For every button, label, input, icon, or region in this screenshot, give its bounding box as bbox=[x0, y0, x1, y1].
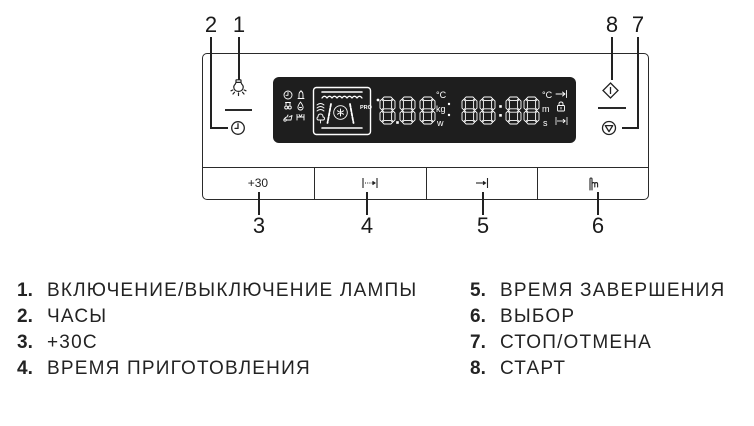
legend-text: +30C bbox=[47, 332, 98, 353]
left-divider bbox=[225, 109, 252, 111]
callout-5: 5 bbox=[476, 213, 490, 238]
lcd-display-graphics: PRO °C kg w °C m s bbox=[283, 86, 568, 136]
end-time-icon bbox=[475, 178, 488, 188]
legend-item-4: 4. ВРЕМЯ ПРИГОТОВЛЕНИЯ bbox=[17, 356, 311, 382]
lock-icon bbox=[557, 101, 565, 112]
lamp-button[interactable] bbox=[230, 79, 247, 97]
bell-icon bbox=[297, 89, 305, 99]
pro-label: PRO bbox=[360, 105, 373, 111]
legend-text: СТОП/ОТМЕНА bbox=[500, 332, 653, 353]
unit-celsius-left: °C bbox=[436, 90, 447, 100]
start-button[interactable] bbox=[602, 82, 619, 99]
unit-minutes: m bbox=[542, 104, 550, 114]
legend-item-3: 3. +30C bbox=[17, 330, 98, 356]
legend-number: 6. bbox=[470, 306, 486, 327]
selection-hand-icon bbox=[589, 177, 598, 191]
legend-text: ВЫБОР bbox=[500, 306, 576, 327]
callout-4: 4 bbox=[360, 213, 374, 238]
indicator-dot bbox=[376, 98, 380, 102]
callout-1: 1 bbox=[232, 12, 246, 37]
legend-item-1: 1. ВКЛЮЧЕНИЕ/ВЫКЛЮЧЕНИЕ ЛАМПЫ bbox=[17, 278, 417, 304]
legend-number: 1. bbox=[17, 280, 33, 301]
plus-30-button[interactable]: +30 bbox=[202, 167, 314, 200]
lamp-icon bbox=[230, 79, 247, 97]
oven-program-indicator bbox=[312, 86, 372, 136]
callout-3: 3 bbox=[252, 213, 266, 238]
legend-item-5: 5. ВРЕМЯ ЗАВЕРШЕНИЯ bbox=[470, 278, 725, 304]
unit-seconds: s bbox=[543, 118, 548, 128]
legend-number: 8. bbox=[470, 358, 486, 379]
clock-button[interactable] bbox=[230, 120, 246, 136]
callout-8: 8 bbox=[605, 12, 619, 37]
cooking-time-button[interactable] bbox=[313, 167, 426, 200]
legend-number: 3. bbox=[17, 332, 33, 353]
end-time-icon bbox=[555, 90, 567, 98]
left-digit-display bbox=[379, 96, 436, 125]
legend-text: ВРЕМЯ ПРИГОТОВЛЕНИЯ bbox=[47, 358, 311, 379]
legend-number: 4. bbox=[17, 358, 33, 379]
plus-30-label: +30 bbox=[247, 176, 269, 190]
unit-w: w bbox=[436, 118, 444, 128]
callout-6: 6 bbox=[591, 213, 605, 238]
callout-7: 7 bbox=[631, 12, 645, 37]
start-icon bbox=[602, 82, 619, 99]
separator-dot bbox=[447, 113, 451, 117]
unit-kg: kg bbox=[436, 104, 446, 114]
legend-number: 5. bbox=[470, 280, 486, 301]
legend-item-7: 7. СТОП/ОТМЕНА bbox=[470, 330, 652, 356]
separator-dot bbox=[447, 102, 451, 106]
clock-icon bbox=[231, 121, 245, 135]
legend-text: ВРЕМЯ ЗАВЕРШЕНИЯ bbox=[500, 280, 726, 301]
unit-celsius-right: °C bbox=[542, 90, 553, 100]
legend-item-6: 6. ВЫБОР bbox=[470, 304, 575, 330]
water-drop-icon bbox=[297, 101, 304, 111]
end-time-button[interactable] bbox=[425, 167, 538, 200]
defrost-icon bbox=[284, 102, 292, 110]
clock-icon bbox=[283, 90, 293, 100]
timer-icon bbox=[296, 114, 305, 121]
legend-text: СТАРТ bbox=[500, 358, 567, 379]
legend-text: ВКЛЮЧЕНИЕ/ВЫКЛЮЧЕНИЕ ЛАМПЫ bbox=[47, 280, 418, 301]
cooking-time-icon bbox=[555, 117, 568, 125]
right-digit-display bbox=[461, 96, 540, 125]
legend-item-8: 8. СТАРТ bbox=[470, 356, 566, 382]
right-divider bbox=[598, 107, 626, 109]
selection-button[interactable] bbox=[537, 167, 649, 200]
stop-button[interactable] bbox=[601, 120, 617, 136]
legend-text: ЧАСЫ bbox=[47, 306, 108, 327]
legend-item-2: 2. ЧАСЫ bbox=[17, 304, 107, 330]
legend-number: 2. bbox=[17, 306, 33, 327]
cleaning-icon bbox=[283, 114, 293, 122]
legend-number: 7. bbox=[470, 332, 486, 353]
cooking-time-icon bbox=[362, 178, 378, 188]
lcd-display: PRO °C kg w °C m s bbox=[273, 77, 576, 143]
callout-2: 2 bbox=[204, 12, 218, 37]
stop-icon bbox=[601, 120, 617, 136]
